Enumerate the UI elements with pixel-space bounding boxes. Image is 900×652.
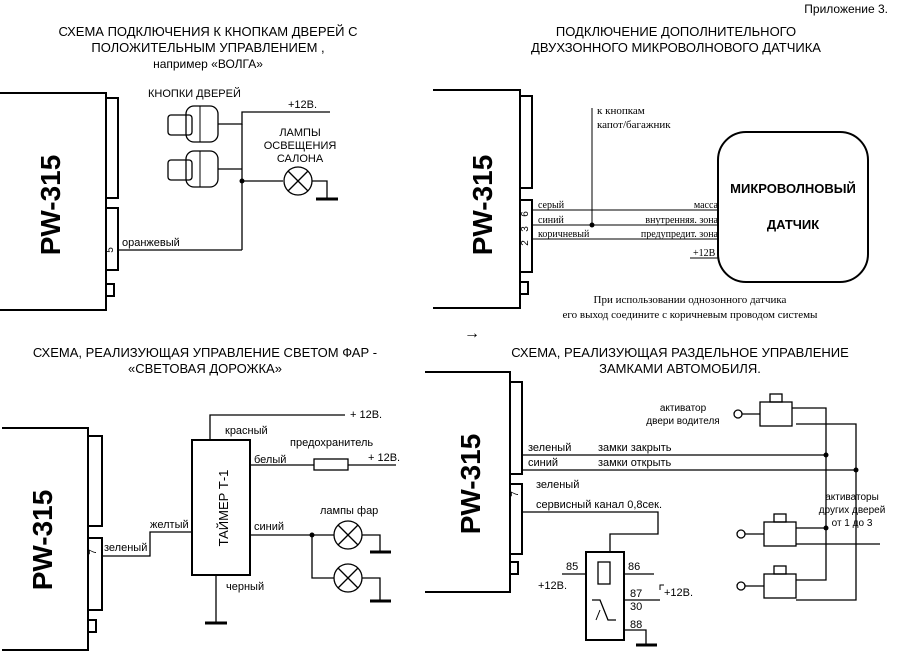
to-buttons-label-2: капот/багажник — [597, 119, 671, 131]
relay-pin-88: 88 — [630, 619, 642, 631]
headlight-timer-scheme: СХЕМА, РЕАЛИЗУЮЩАЯ УПРАВЛЕНИЕ СВЕТОМ ФАР… — [2, 345, 400, 651]
inner-zone-label: внутренняя. зона — [645, 215, 718, 226]
relay-pin-85: 85 — [566, 561, 578, 573]
wire-black-label: черный — [226, 581, 264, 593]
head-lamp-2-icon — [333, 563, 363, 593]
device-label: PW-315 — [35, 155, 66, 256]
microwave-sensor-box: МИКРОВОЛНОВЫЙ ДАТЧИК — [717, 131, 869, 283]
door-buttons-label: КНОПКИ ДВЕРЕЙ — [148, 87, 241, 100]
plus12-mid-label: + 12В. — [368, 452, 400, 464]
single-zone-note-1: При использовании однозонного датчика — [594, 294, 787, 306]
service-channel-label: сервисный канал 0,8сек. — [536, 499, 662, 511]
arrow-marker: → — [464, 325, 480, 342]
actuator-driver-label-2: двери водителя — [646, 416, 719, 427]
q1-title-line-2: ПОЛОЖИТЕЛЬНЫМ УПРАВЛЕНИЕМ , — [91, 40, 324, 55]
to-buttons-label-1: к кнопкам — [597, 105, 645, 117]
wire-white-label: белый — [254, 454, 286, 466]
connector-pin: 7 — [510, 491, 521, 497]
wire-blue-label: синий — [538, 215, 564, 226]
pre-zone-label: предупредит. зона — [641, 229, 719, 240]
wire-red-label: красный — [225, 425, 268, 437]
actuators-other-label-1: активаторы — [825, 492, 879, 503]
relay-plus12-right: +12В. — [664, 587, 693, 599]
wire-orange-label: оранжевый — [122, 237, 180, 249]
actuators-other-label-2: других дверей — [819, 505, 886, 516]
wire-green-2-label: зеленый — [536, 479, 579, 491]
connector-pin: 5 — [105, 247, 116, 253]
q3-title-line-2: «СВЕТОВАЯ ДОРОЖКА» — [128, 361, 282, 376]
device-label: PW-315 — [27, 490, 58, 591]
device-label: PW-315 — [455, 434, 486, 535]
cabin-lamps-label-3: САЛОНА — [277, 153, 324, 165]
actuator-driver-icon — [733, 393, 793, 427]
cabin-lamp-icon — [283, 166, 313, 196]
lock-open-label: замки открыть — [598, 457, 672, 469]
door-buttons-scheme: СХЕМА ПОДКЛЮЧЕНИЯ К КНОПКАМ ДВЕРЕЙ С ПОЛ… — [0, 24, 358, 311]
relay-icon — [585, 551, 625, 641]
lock-close-label: замки закрыть — [598, 442, 672, 454]
sensor-plus12-label: +12В — [693, 248, 716, 259]
door-button-2-icon — [167, 150, 219, 188]
appendix-label: Приложение 3. — [804, 2, 888, 16]
relay-plus12-left: +12В. — [538, 580, 567, 592]
timer-box: ТАЙМЕР Т-1 — [191, 439, 251, 576]
connector-pin: 7 — [88, 549, 99, 555]
wire-yellow-label: желтый — [150, 519, 189, 531]
cabin-lamps-label-1: ЛАМПЫ — [279, 127, 320, 139]
timer-label: ТАЙМЕР Т-1 — [216, 470, 231, 547]
control-unit-block: PW-315 6 3 2 — [433, 89, 533, 309]
q1-title-line-1: СХЕМА ПОДКЛЮЧЕНИЯ К КНОПКАМ ДВЕРЕЙ С — [58, 24, 357, 39]
connector-pin-6: 6 — [520, 211, 531, 217]
fuse-icon — [313, 458, 349, 471]
q3-title-line-1: СХЕМА, РЕАЛИЗУЮЩАЯ УПРАВЛЕНИЕ СВЕТОМ ФАР… — [33, 345, 377, 360]
cabin-lamps-label-2: ОСВЕЩЕНИЯ — [264, 140, 337, 152]
door-button-1-icon — [167, 105, 219, 143]
sensor-label-2: ДАТЧИК — [767, 217, 819, 232]
head-lamps-label: лампы фар — [320, 505, 378, 517]
lock-control-scheme: СХЕМА, РЕАЛИЗУЮЩАЯ РАЗДЕЛЬНОЕ УПРАВЛЕНИЕ… — [425, 345, 886, 647]
connector-pin-2: 2 — [520, 240, 531, 246]
plus12-label: +12В. — [288, 99, 317, 111]
fuse-label: предохранитель — [290, 437, 373, 449]
control-unit-block: PW-315 7 — [2, 427, 103, 651]
q2-title-line-1: ПОДКЛЮЧЕНИЕ ДОПОЛНИТЕЛЬНОГО — [556, 24, 796, 39]
actuators-other-label-3: от 1 до 3 — [832, 518, 873, 529]
actuator-driver-label-1: активатор — [660, 403, 707, 414]
head-lamp-1-icon — [333, 520, 363, 550]
actuator-door-icon — [736, 513, 797, 547]
plus12-top-label: + 12В. — [350, 409, 382, 421]
control-unit-block: PW-315 7 — [425, 371, 523, 593]
q2-title-line-2: ДВУХЗОННОГО МИКРОВОЛНОВОГО ДАТЧИКА — [531, 40, 821, 55]
q4-title-line-2: ЗАМКАМИ АВТОМОБИЛЯ. — [599, 361, 761, 376]
relay-pin-86: 86 — [628, 561, 640, 573]
wire-blue-label: синий — [528, 457, 558, 469]
q1-title-line-3: например «ВОЛГА» — [153, 57, 263, 71]
control-unit-block: PW-315 5 — [0, 92, 119, 311]
q4-title-line-1: СХЕМА, РЕАЛИЗУЮЩАЯ РАЗДЕЛЬНОЕ УПРАВЛЕНИЕ — [511, 345, 849, 360]
microwave-sensor-scheme: ПОДКЛЮЧЕНИЕ ДОПОЛНИТЕЛЬНОГО ДВУХЗОННОГО … — [433, 24, 869, 342]
single-zone-note-2: его выход соедините с коричневым проводо… — [563, 309, 819, 321]
actuator-door-icon — [736, 565, 797, 599]
relay-pin-87: 87 — [630, 588, 642, 600]
wire-green-1-label: зеленый — [528, 442, 571, 454]
device-label: PW-315 — [467, 155, 498, 256]
wire-gray-label: серый — [538, 200, 565, 211]
connector-pin-3: 3 — [520, 226, 531, 232]
sensor-label-1: МИКРОВОЛНОВЫЙ — [730, 181, 856, 196]
relay-pin-30: 30 — [630, 601, 642, 613]
wire-green-label: зеленый — [104, 542, 147, 554]
wire-blue-label: синий — [254, 521, 284, 533]
mass-label: масса — [694, 200, 719, 211]
wire-brown-label: коричневый — [538, 229, 590, 240]
